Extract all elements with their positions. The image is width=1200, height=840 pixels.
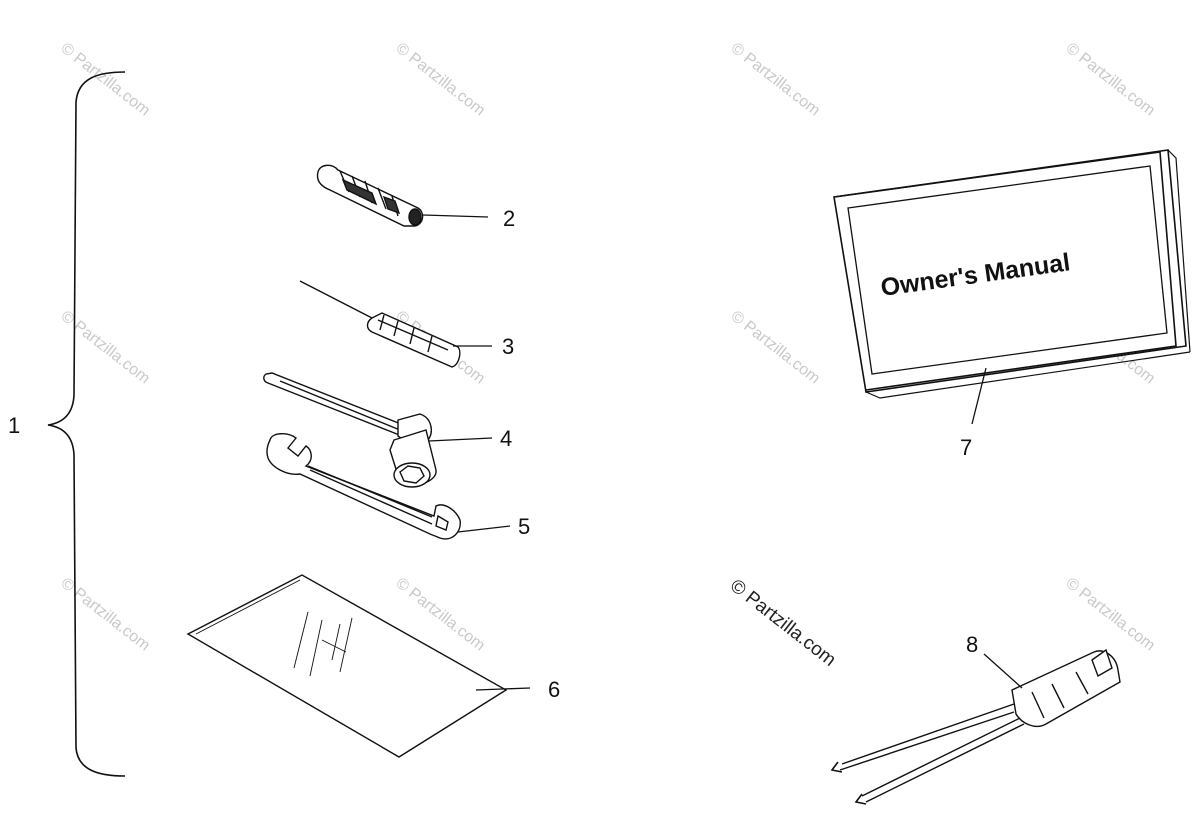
callout-5: 5 (518, 514, 530, 539)
part-8-connector (830, 648, 1121, 805)
callout-1: 1 (8, 413, 20, 438)
watermark-faint: © Partzilla.com (58, 575, 153, 655)
callout-2: 2 (503, 206, 515, 231)
part-6-pouch (186, 574, 508, 758)
part-5-wrench (266, 433, 461, 540)
watermark-faint: © Partzilla.com (58, 40, 153, 120)
leader-5 (457, 525, 511, 533)
callout-3: 3 (502, 334, 514, 359)
leader-6 (475, 687, 531, 691)
watermark-faint: © Partzilla.com (1063, 575, 1158, 655)
watermark-faint: © Partzilla.com (1063, 40, 1158, 120)
part-7-owners-manual: Owner's Manual (833, 149, 1191, 399)
callout-6: 6 (548, 677, 560, 702)
leader-8 (983, 653, 1023, 689)
leader-2 (422, 214, 489, 218)
watermark-faint: © Partzilla.com (728, 308, 823, 388)
leader-4 (428, 437, 493, 442)
leader-7 (971, 367, 987, 425)
callout-4: 4 (500, 426, 512, 451)
watermark-faint: © Partzilla.com (58, 308, 153, 388)
callout-8: 8 (966, 632, 978, 657)
part-3-screwdriver (299, 280, 461, 368)
part-2-fuse (316, 164, 424, 227)
watermark-faint: © Partzilla.com (728, 40, 823, 120)
watermark-faint: © Partzilla.com (393, 40, 488, 120)
callout-7: 7 (960, 435, 972, 460)
part-4-socket-wrench (263, 372, 437, 488)
watermark-main: © Partzilla.com (726, 575, 840, 670)
group-brace (47, 71, 126, 777)
